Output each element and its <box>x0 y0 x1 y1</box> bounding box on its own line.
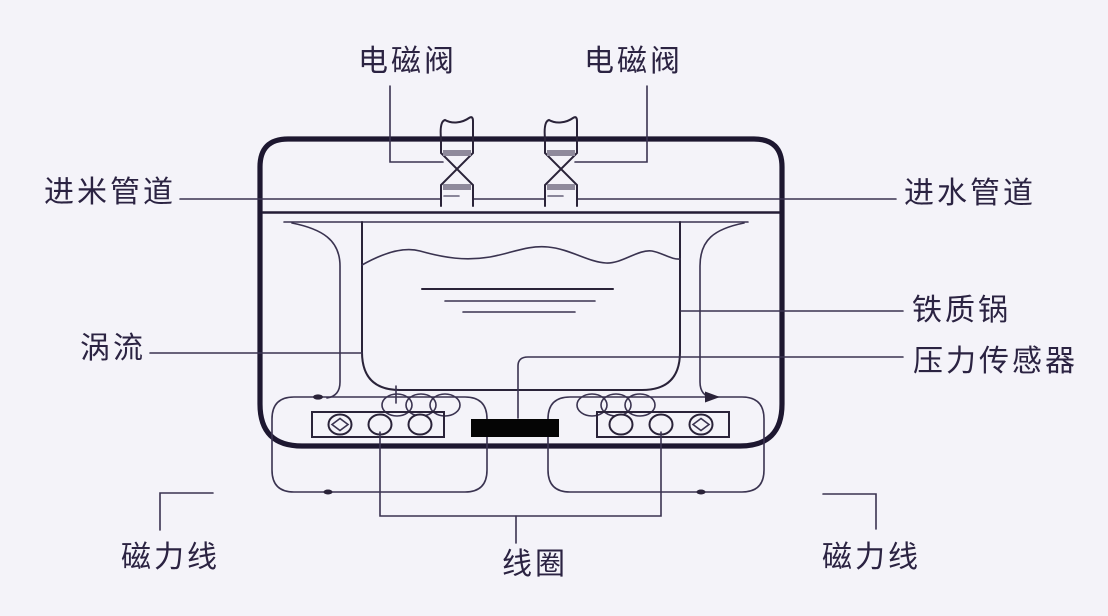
label-coil: 线圈 <box>502 547 568 582</box>
cooker-body <box>179 136 897 449</box>
label-pressure-sensor: 压力传感器 <box>913 344 1078 379</box>
label-magnetic-lines-left: 磁力线 <box>121 540 220 575</box>
field-dot-top-left <box>313 394 323 400</box>
field-dot-bottom-right <box>696 489 706 495</box>
right-field-loop <box>547 396 765 493</box>
left-field-loop <box>271 396 488 493</box>
coil-leads <box>379 431 662 544</box>
pot-walls-and-bottom <box>361 221 681 391</box>
label-eddy-current: 涡流 <box>80 331 146 366</box>
eddy-current-rings <box>381 393 656 417</box>
callout-lines <box>149 85 904 531</box>
field-arrow-right <box>705 391 720 403</box>
left-channel-wall <box>291 222 341 399</box>
label-iron-pot: 铁质锅 <box>912 293 1011 328</box>
coil-right <box>596 411 730 438</box>
magnetic-field-loops <box>271 391 765 495</box>
coil-left <box>311 411 445 438</box>
water-wave <box>361 245 681 266</box>
coil-turn-diamond-left <box>330 417 350 432</box>
magnetic-right-leader <box>822 493 877 530</box>
label-solenoid-valve-left: 电磁阀 <box>358 44 457 79</box>
magnetic-left-leader <box>159 492 214 531</box>
iron-pot <box>361 221 681 391</box>
label-solenoid-valve-right: 电磁阀 <box>584 44 683 79</box>
solenoid-valve-right <box>543 116 578 207</box>
label-magnetic-lines-right: 磁力线 <box>822 540 921 575</box>
label-water-inlet: 进水管道 <box>904 176 1036 211</box>
diagram-labels: 电磁阀 电磁阀 进米管道 进水管道 涡流 铁质锅 压力传感器 磁力线 线圈 磁力… <box>44 44 1078 582</box>
pressure-sensor-block <box>471 419 559 437</box>
valve-left-leader <box>389 85 444 163</box>
label-rice-inlet: 进米管道 <box>44 175 176 210</box>
coil-turn-diamond-right <box>691 417 711 432</box>
field-dot-bottom-left <box>323 489 333 495</box>
pressure-sensor-leader <box>517 356 904 419</box>
solenoid-valve-left <box>439 116 474 207</box>
valve-right-leader <box>574 85 648 163</box>
